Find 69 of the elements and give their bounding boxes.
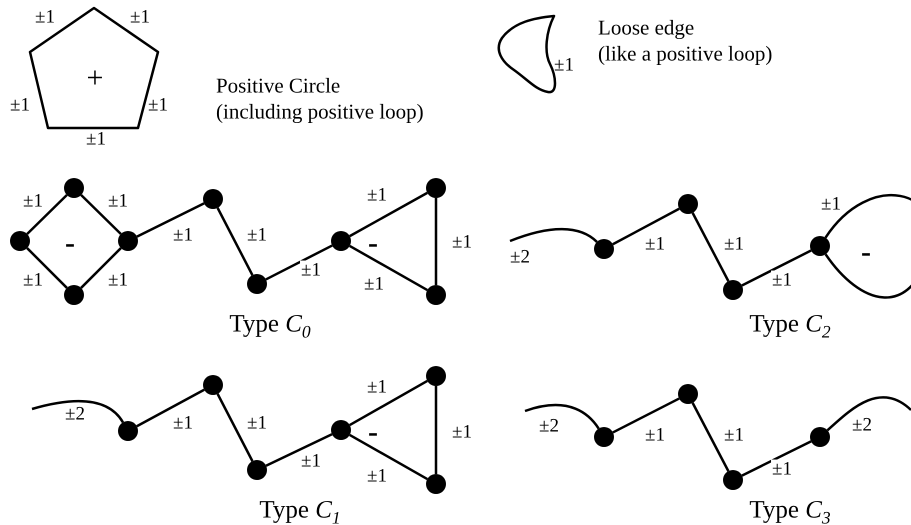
vertex-dot <box>426 178 446 198</box>
vertex-dot <box>331 420 351 440</box>
weight-label: ±1 <box>10 96 30 116</box>
loose-edge <box>826 396 911 432</box>
edge-line <box>741 249 812 287</box>
vertex-dot <box>331 231 351 251</box>
vertex-dot <box>10 231 30 251</box>
sign-label: + <box>86 62 104 94</box>
sign-label: - <box>65 226 75 260</box>
edge-line <box>349 192 428 238</box>
vertex-dot <box>594 239 614 259</box>
edge-line <box>434 198 438 285</box>
weight-label: ±1 <box>148 96 168 116</box>
edge-line <box>136 202 205 238</box>
weight-label: ±1 <box>130 8 150 28</box>
vertex-dot <box>247 274 267 294</box>
loop-edge <box>824 194 911 299</box>
edge-line <box>349 434 428 480</box>
weight-label: ±1 <box>86 130 106 150</box>
edge-line <box>80 194 122 235</box>
edge-line <box>692 402 730 472</box>
loose-edge <box>32 400 124 424</box>
vertex-dot <box>64 178 84 198</box>
description-text: Loose edge <box>598 16 694 40</box>
edge-line <box>80 247 122 289</box>
vertex-dot <box>426 366 446 386</box>
vertex-dot <box>426 474 446 494</box>
edge-line <box>265 244 333 281</box>
type-caption: Type C$_{3}$ <box>749 496 831 525</box>
vertex-dot <box>203 375 223 395</box>
sign-label: - <box>368 226 378 260</box>
edge-line <box>216 393 254 462</box>
weight-label: ±1 <box>35 8 55 28</box>
edge-line <box>741 440 812 477</box>
weight-label: ±1 <box>554 56 574 76</box>
vertex-dot <box>594 427 614 447</box>
edge-line <box>692 212 730 282</box>
edge-line <box>349 244 428 292</box>
vertex-dot <box>810 427 830 447</box>
edge-line <box>136 388 205 428</box>
vertex-dot <box>678 384 698 404</box>
description-text: Positive Circle <box>216 74 340 98</box>
loose-edge <box>524 404 600 430</box>
description-text: (like a positive loop) <box>598 42 772 66</box>
vertex-dot <box>723 470 743 490</box>
type-caption: Type C$_{2}$ <box>749 310 831 342</box>
vertex-dot <box>810 236 830 256</box>
edge-line <box>434 386 438 474</box>
vertex-dot <box>723 280 743 300</box>
edge-line <box>612 397 680 434</box>
description-text: (including positive loop) <box>216 100 424 124</box>
sign-label: - <box>861 236 871 268</box>
sign-label: - <box>368 416 378 448</box>
vertex-dot <box>118 231 138 251</box>
edge-line <box>216 207 254 276</box>
edge-line <box>349 380 428 426</box>
edge-line <box>612 208 680 246</box>
edge-line <box>266 433 332 467</box>
edge-line <box>26 247 68 289</box>
type-caption: Type C$_{0}$ <box>229 310 311 342</box>
vertex-dot <box>426 285 446 305</box>
vertex-dot <box>678 194 698 214</box>
loose-edge <box>510 228 598 243</box>
type-caption: Type C$_{1}$ <box>259 496 341 525</box>
vertex-dot <box>203 189 223 209</box>
vertex-dot <box>118 421 138 441</box>
vertex-dot <box>64 285 84 305</box>
edge-line <box>26 194 68 235</box>
vertex-dot <box>247 460 267 480</box>
